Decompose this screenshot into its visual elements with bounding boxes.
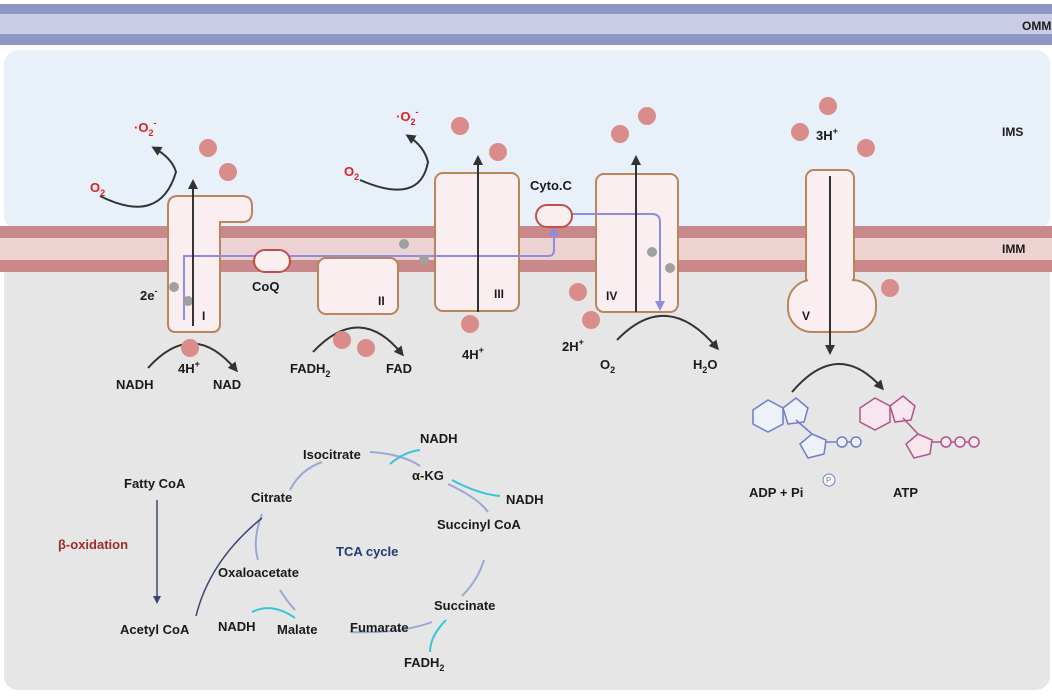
- citrate-label: Citrate: [251, 490, 292, 505]
- phosphate-label: P: [826, 476, 831, 485]
- imm-label: IMM: [1002, 242, 1025, 256]
- adp-label: ADP + Pi: [749, 485, 803, 500]
- adp-to-atp-arrow: [791, 363, 884, 393]
- coq-label: CoQ: [252, 279, 279, 294]
- ros-label-2: ·O2-: [396, 107, 418, 127]
- acetyl-coa-label: Acetyl CoA: [120, 622, 190, 637]
- cytoc-label: Cyto.C: [530, 178, 573, 193]
- fadh2-to-fad-arrow: [312, 326, 404, 357]
- complex-iii-label: III: [494, 287, 504, 301]
- ros-arrow-iii: [359, 134, 430, 191]
- cytochrome-c-carrier: [535, 204, 573, 228]
- protons: [181, 97, 899, 357]
- nadh-label: NADH: [116, 377, 154, 392]
- adp-molecule: [752, 397, 862, 459]
- electron-dots: [169, 239, 675, 306]
- o2-to-h2o-arrow: [616, 315, 719, 351]
- fadh2-tca-label: FADH2: [404, 655, 444, 673]
- oxaloacetate-label: Oxaloacetate: [218, 565, 299, 580]
- fadh2-label: FADH2: [290, 361, 330, 379]
- outer-membrane: [0, 0, 1052, 48]
- complex-v-label: V: [802, 309, 810, 323]
- succinyl-coa-label: Succinyl CoA: [437, 517, 521, 532]
- atp-molecule: [859, 395, 980, 459]
- complex-ii-label: II: [378, 294, 385, 308]
- akg-label: α-KG: [412, 468, 444, 483]
- fumarate-label: Fumarate: [350, 620, 409, 635]
- electron-path-3: [572, 213, 665, 311]
- oxygen-label-1: O2: [90, 180, 105, 198]
- inner-membrane: [0, 226, 1052, 272]
- water-label: H2O: [693, 357, 718, 375]
- complex-i-label: I: [202, 309, 205, 323]
- nadh-label-3: NADH: [218, 619, 256, 634]
- protons-3h-label-v: 3H+: [816, 126, 838, 143]
- oxygen-label-2: O2: [344, 164, 359, 182]
- succinate-label: Succinate: [434, 598, 495, 613]
- nad-label: NAD: [213, 377, 241, 392]
- intermembrane-space: [4, 50, 1050, 230]
- ros-arrow-i: [99, 146, 178, 208]
- oxygen-label-matrix: O2: [600, 357, 615, 375]
- ims-label: IMS: [1002, 125, 1023, 139]
- omm-label: OMM: [1022, 19, 1051, 33]
- nadh-label-2: NADH: [506, 492, 544, 507]
- nadh-label-1: NADH: [420, 431, 458, 446]
- protons-4h-label-i: 4H+: [178, 359, 200, 376]
- tca-cycle-label: TCA cycle: [336, 544, 398, 559]
- coq-carrier: [253, 249, 291, 273]
- fad-label: FAD: [386, 361, 412, 376]
- beta-oxidation-label: β-oxidation: [58, 537, 128, 552]
- acetyl-to-citrate-line: [195, 517, 263, 617]
- electron-path-2: [290, 226, 559, 257]
- tca-cofactor-arcs: [251, 449, 501, 653]
- complex-ii: [317, 257, 399, 315]
- electron-label: 2e-: [140, 286, 157, 303]
- complex-iv-label: IV: [606, 289, 617, 303]
- protons-2h-label-iv: 2H+: [562, 337, 584, 354]
- ros-label-1: ·O2-: [134, 118, 156, 138]
- phosphate-icon: [822, 473, 836, 487]
- fatty-coa-label: Fatty CoA: [124, 476, 186, 491]
- malate-label: Malate: [277, 622, 317, 637]
- protons-4h-label-iii: 4H+: [462, 345, 484, 362]
- atp-label: ATP: [893, 485, 918, 500]
- matrix: [4, 262, 1050, 690]
- complex-v-head: [787, 279, 877, 333]
- isocitrate-label: Isocitrate: [303, 447, 361, 462]
